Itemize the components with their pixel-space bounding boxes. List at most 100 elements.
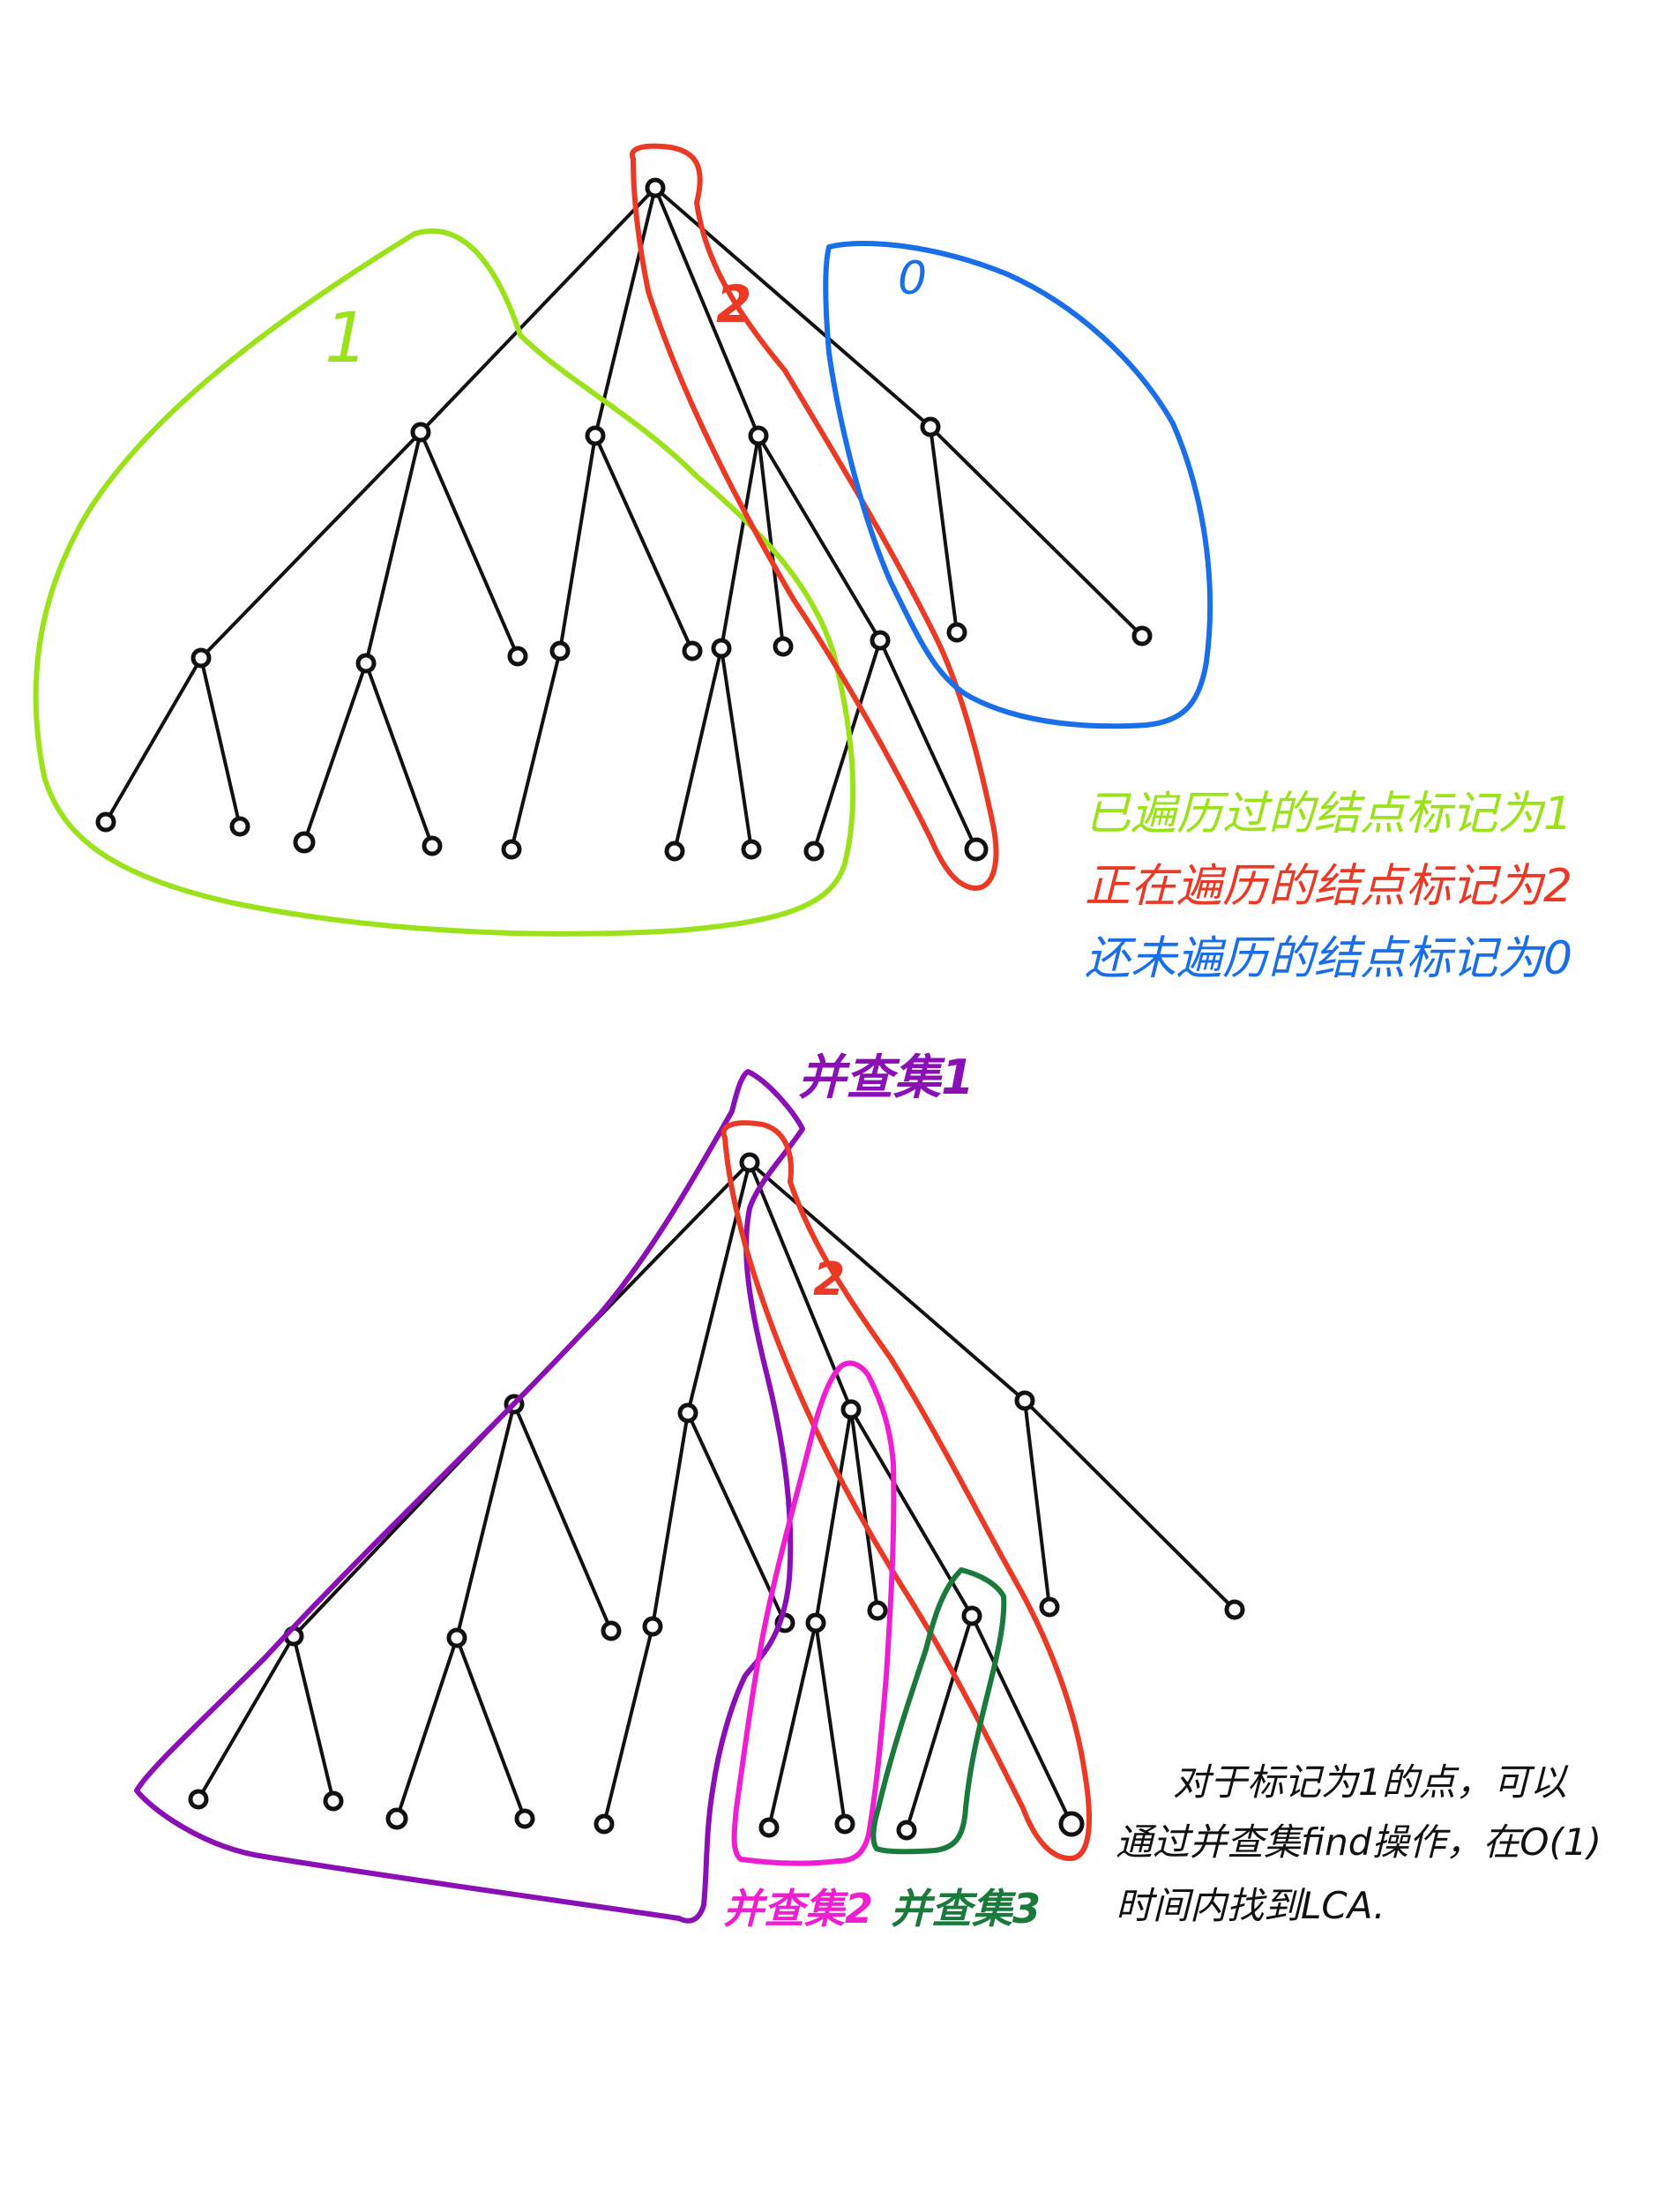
tree-edge [1023, 1399, 1051, 1609]
bottom-visiting-path-outline [721, 1120, 1092, 1861]
bottom-tree-nodes [188, 1152, 1245, 1841]
tree-edge [558, 434, 597, 653]
tree-node [190, 647, 212, 669]
tree-node [422, 835, 443, 856]
tree-node [682, 640, 703, 662]
tree-edge [510, 649, 562, 851]
tree-edge [395, 1636, 459, 1820]
tree-node [410, 422, 431, 443]
tree-node [642, 1616, 663, 1637]
tree-edge [720, 647, 753, 851]
tree-edge [419, 430, 519, 658]
tree-edge [748, 1161, 1027, 1402]
tree-node [805, 1612, 826, 1633]
tree-node [514, 1808, 535, 1829]
tree-edge [748, 1161, 853, 1411]
top-tree-edges [104, 186, 1144, 853]
unvisited-region-outline [823, 240, 1213, 729]
tree-edge [849, 1408, 974, 1618]
bottom-tree-edges [197, 1161, 1236, 1832]
tree-edge [812, 639, 882, 853]
visited-region-label: 1 [325, 299, 369, 378]
tree-node [594, 1813, 615, 1835]
tree-node [920, 416, 941, 437]
visiting-path-outline [629, 143, 999, 892]
tree-edge [651, 1411, 690, 1628]
tree-edge [970, 1614, 1073, 1826]
tree-edge [419, 186, 657, 434]
tree-node [293, 831, 316, 854]
tree-edge [364, 662, 434, 848]
tree-node [961, 1605, 982, 1626]
tree-node [1014, 1390, 1035, 1411]
tree-node [385, 1807, 408, 1830]
tree-edge [197, 1634, 295, 1801]
tree-node [355, 653, 377, 674]
tree-edge [767, 1621, 818, 1829]
tree-node [896, 1820, 917, 1841]
tree-edge [292, 1634, 335, 1803]
tree-node [507, 646, 528, 667]
tree-node [677, 1402, 698, 1424]
lca-note-line-1: 对于标记为1的点，可以 [1173, 1760, 1569, 1804]
tree-edge [199, 656, 242, 828]
tree-node [1058, 1811, 1085, 1837]
union-find-set-2-outline [731, 1360, 897, 1866]
visited-region-outline [33, 228, 856, 937]
tree-node [501, 839, 522, 860]
tree-edge [673, 647, 723, 853]
tree-edge [594, 434, 694, 653]
tree-edge [455, 1636, 526, 1820]
tree-node [1131, 625, 1153, 647]
tree-node [748, 425, 769, 446]
tree-edge [849, 1408, 879, 1612]
tree-edge [302, 662, 368, 844]
tree-node [446, 1627, 467, 1648]
tree-node [741, 839, 762, 860]
legend-visited-text: 已遍历过的结点标记为1 [1085, 788, 1572, 841]
union-find-set-3-label: 并查集3 [891, 1885, 1041, 1932]
tree-edge [720, 434, 760, 650]
unvisited-region-label: 0 [898, 252, 927, 305]
tree-node [188, 1789, 209, 1810]
tree-edge [929, 425, 959, 634]
tree-node [711, 638, 732, 659]
tree-edge [686, 1411, 787, 1625]
tree-edge [1023, 1399, 1236, 1611]
tree-edge [512, 1402, 613, 1633]
tree-node [867, 1600, 888, 1621]
tree-node [1224, 1599, 1245, 1620]
tree-node [323, 1790, 344, 1812]
lca-note-line-3: 时间内找到LCA. [1116, 1884, 1385, 1927]
legend-visiting-text: 正在遍历的结点标记为2 [1085, 860, 1572, 913]
tree-edge [929, 425, 1144, 638]
bottom-visiting-path-label: 2 [813, 1253, 845, 1306]
union-find-set-3-outline [870, 1567, 1007, 1855]
tree-node [758, 1817, 780, 1838]
tree-edge [104, 656, 203, 824]
tree-node [739, 1152, 760, 1173]
top-tree: 1 2 0 已遍历过的结点标记为1 正在遍历的结点标记为2 还未遍历的结点标记为… [33, 143, 1572, 985]
union-find-set-2-label: 并查集2 [723, 1885, 873, 1932]
tree-edge [686, 1161, 751, 1415]
lca-note: 对于标记为1的点，可以 通过并查集find操作，在O(1) 时间内找到LCA. [1116, 1760, 1602, 1927]
tree-node [834, 1813, 855, 1835]
tree-edge [905, 1614, 974, 1832]
tree-edge [602, 1625, 654, 1826]
tree-edge [814, 1621, 847, 1826]
tree-edge [455, 1402, 516, 1640]
tree-node [549, 640, 571, 662]
tree-edge [653, 186, 760, 437]
tree-node [946, 622, 967, 643]
tree-node [803, 841, 825, 862]
tree-node [645, 177, 666, 198]
tree-node [964, 837, 989, 862]
tree-edge [364, 430, 422, 665]
tree-node [1039, 1596, 1060, 1618]
lca-note-line-2: 通过并查集find操作，在O(1) [1116, 1820, 1602, 1864]
tree-edge [757, 434, 882, 642]
tree-node [585, 425, 606, 446]
tree-node [773, 636, 794, 657]
legend: 已遍历过的结点标记为1 正在遍历的结点标记为2 还未遍历的结点标记为0 [1085, 788, 1572, 985]
